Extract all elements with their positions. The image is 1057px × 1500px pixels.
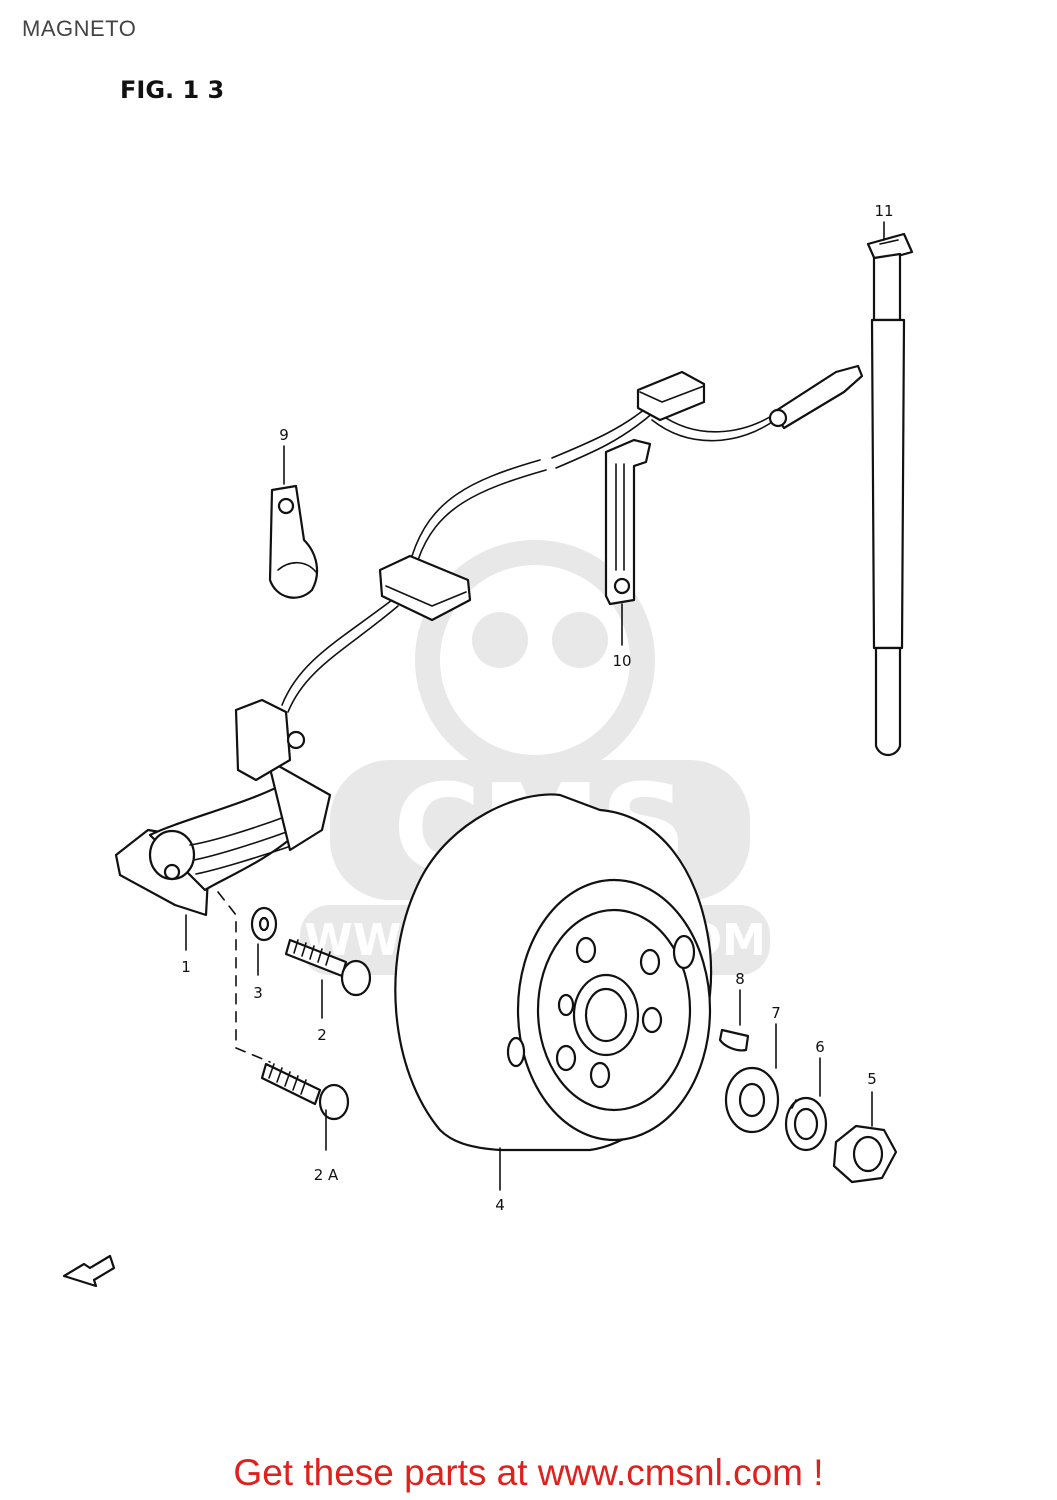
flywheel-rotor	[394, 793, 713, 1152]
nut-5	[832, 1124, 898, 1184]
callout-8: 8	[735, 970, 745, 988]
callout-1: 1	[181, 958, 191, 976]
callout-2: 2	[317, 1026, 327, 1044]
callout-11: 11	[874, 202, 893, 220]
stator-coil	[114, 698, 332, 917]
alignment-line	[217, 891, 271, 1063]
callout-3: 3	[253, 984, 263, 1002]
footer-link[interactable]: Get these parts at www.cmsnl.com !	[233, 1452, 824, 1493]
bullet-connector	[768, 364, 864, 430]
cable-tie-11	[866, 232, 914, 757]
figure-label: FIG. 1 3	[120, 76, 224, 104]
callout-7: 7	[771, 1004, 781, 1022]
washer-3	[250, 906, 278, 942]
screw-2	[284, 938, 372, 997]
wire-coupler	[636, 370, 706, 422]
callout-2a: 2 A	[314, 1166, 339, 1184]
fwd-direction-arrow: FWD	[62, 1254, 116, 1288]
wire-grommet	[378, 554, 472, 622]
callout-9: 9	[279, 426, 289, 444]
screw-2a	[260, 1062, 350, 1121]
callout-6: 6	[815, 1038, 825, 1056]
wire-clamp-10	[604, 438, 652, 606]
callout-10: 10	[612, 652, 631, 670]
wire-clamp-9	[268, 484, 319, 599]
wire-harness	[281, 404, 779, 713]
lock-washer-6	[784, 1096, 828, 1152]
callout-4: 4	[495, 1196, 505, 1214]
woodruff-key	[718, 1028, 750, 1052]
page-title: MAGNETO	[22, 16, 137, 41]
washer-7	[724, 1066, 780, 1134]
callout-5: 5	[867, 1070, 877, 1088]
